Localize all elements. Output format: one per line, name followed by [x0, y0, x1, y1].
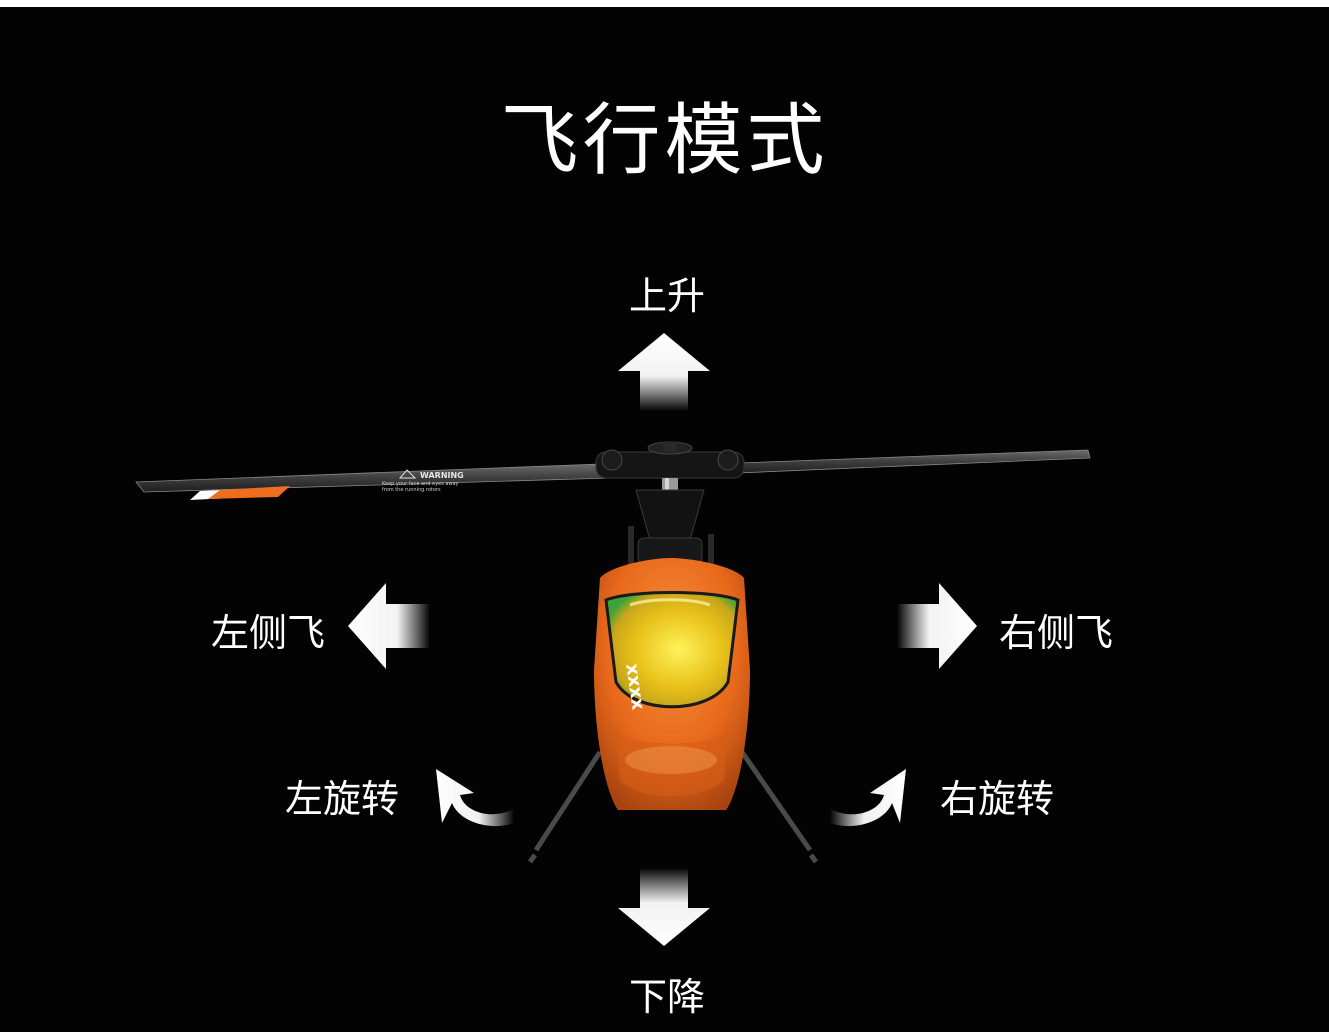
- arrow-right-icon: [897, 583, 977, 669]
- label-rotate-right: 右旋转: [940, 777, 1055, 821]
- helicopter-body: xxxx: [594, 558, 750, 810]
- arrow-left-icon: [348, 583, 430, 669]
- label-left-sideways: 左侧飞: [211, 611, 326, 655]
- rotate-left-icon: [436, 769, 514, 827]
- blade-warning-line1: Keep your face and eyes away: [382, 481, 459, 487]
- top-white-band: [0, 0, 1329, 7]
- page-title: 飞行模式: [500, 96, 829, 186]
- rotor-head: [595, 441, 745, 574]
- blade-warning-line2: from the running rotors: [382, 487, 441, 493]
- rotate-right-icon: [830, 769, 906, 827]
- blade-warning-title: WARNING: [420, 471, 464, 480]
- landing-skids: [527, 750, 819, 864]
- arrow-down-icon: [618, 868, 710, 946]
- label-rotate-left: 左旋转: [285, 777, 400, 821]
- label-right-sideways: 右侧飞: [999, 611, 1114, 655]
- main-rotor: WARNING Keep your face and eyes away fro…: [135, 449, 1091, 500]
- label-up: 上升: [629, 274, 706, 318]
- label-down: 下降: [629, 975, 706, 1019]
- arrow-up-icon: [618, 333, 710, 411]
- helicopter-illustration: WARNING Keep your face and eyes away fro…: [135, 441, 1091, 864]
